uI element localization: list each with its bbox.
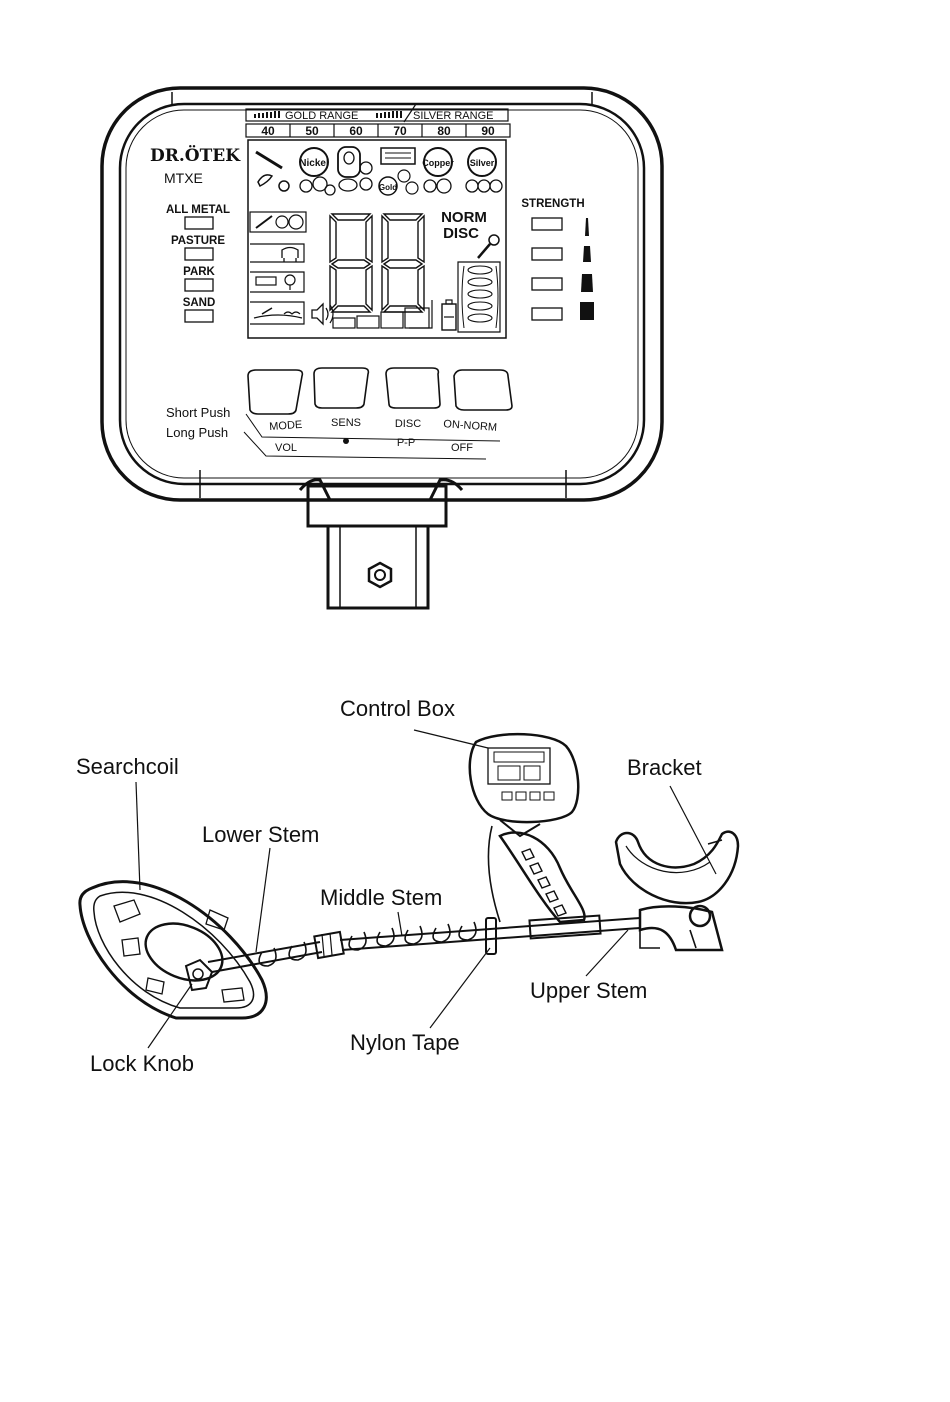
middle-stem-label: Middle Stem [320,885,442,910]
control-buttons [248,368,512,414]
bracket-drawing [616,832,738,950]
pinpoint-dot-icon [343,438,349,444]
mode-label: ALL METAL [166,204,230,216]
upper-stem-label: Upper Stem [530,978,647,1003]
speaker-icon [312,304,323,324]
gold-range-label: GOLD RANGE [285,110,358,122]
scale-number: 50 [305,124,319,138]
control-panel: DR.ÖTEK MTXE GOLD RANGE [102,88,662,608]
lock-knob-label: Lock Knob [90,1051,194,1076]
discrimination-column [458,262,500,332]
strength-meter [532,218,594,320]
target-icons-row: Nickel Gold [256,147,502,195]
iron-nail-icon [256,152,289,191]
mode-indicator-box [185,217,213,229]
all-metal-pictogram-icon [250,212,306,232]
mode-button[interactable] [248,370,302,414]
target-badge-label: Nickel [299,158,329,169]
silver-coin-icon: Silver [466,148,502,192]
connector-stem [328,526,428,608]
silver-range-label: SILVER RANGE [413,110,494,122]
searchcoil-drawing [80,882,266,1018]
mode-indicator-box [185,248,213,260]
target-badge-label: Gold [379,183,397,192]
scale-number: 90 [481,124,495,138]
lower-stem-label: Lower Stem [202,822,319,847]
bracket-label: Bracket [627,755,702,780]
scale-number: 60 [349,124,363,138]
scale-number: 70 [393,124,407,138]
depth-digit-display [330,214,424,312]
mode-label: SAND [183,297,216,309]
disc-indicator: DISC [443,225,479,242]
connector-bracket [308,486,446,526]
control-box-label: Control Box [340,696,455,721]
long-push-label: Long Push [166,425,228,440]
target-badge-label: Silver [470,158,495,168]
pasture-cow-icon [250,244,304,262]
sand-beach-icon [250,302,304,324]
mode-indicator-box [185,310,213,322]
nickel-coin-icon: Nickel [299,148,335,195]
mode-indicator-box [185,279,213,291]
sens-short-label: SENS [331,417,361,429]
on-norm-long-label: OFF [451,442,473,454]
mode-long-label: VOL [275,442,297,454]
copper-coin-icon: Copper [422,148,454,193]
target-badge-label: Copper [422,158,454,168]
mode-label: PARK [183,266,215,278]
silver-range-bars-icon [376,111,402,118]
pull-tab-icon [338,147,372,191]
park-bench-icon [250,272,304,292]
sens-button[interactable] [314,368,368,408]
gold-range-bars-icon [254,111,280,118]
scale-number: 80 [437,124,451,138]
disc-short-label: DISC [395,418,421,430]
target-scale: GOLD RANGE SILVER RANGE 40 50 60 70 8 [246,104,510,138]
key-target-icon [478,235,499,258]
scale-number: 40 [261,124,275,138]
hex-nut-icon [369,563,391,587]
norm-indicator: NORM [441,209,487,226]
searchcoil-label: Searchcoil [76,754,179,779]
strength-label: STRENGTH [521,198,584,210]
model-name: MTXE [164,170,203,186]
assembly-diagram: Control Box Searchcoil Bracket Lower Ste… [76,696,738,1076]
mode-indicators: ALL METAL PASTURE PARK SAND [166,204,230,322]
mode-short-label: MODE [269,419,303,433]
disc-long-label: P-P [397,437,415,449]
short-push-label: Short Push [166,405,230,420]
gold-bar-icon: Gold [379,148,418,195]
button-legend: Short Push Long Push MODE SENS DISC ON-N… [166,405,500,459]
mode-label: PASTURE [171,235,225,247]
control-box-drawing [470,734,578,836]
mode-pictograms [250,212,306,324]
disc-button[interactable] [386,368,440,408]
on-norm-short-label: ON-NORM [443,418,497,434]
nylon-tape-label: Nylon Tape [350,1030,460,1055]
brand-name: DR.ÖTEK [150,145,241,166]
battery-icon [442,300,456,330]
on-norm-button[interactable] [454,370,512,410]
